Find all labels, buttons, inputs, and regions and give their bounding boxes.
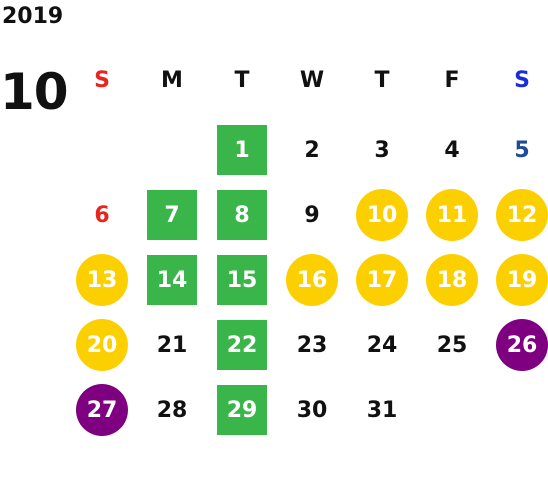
calendar-day[interactable]: 30 — [284, 384, 340, 436]
calendar-day-number: 9 — [304, 202, 320, 228]
calendar-day[interactable]: 23 — [284, 319, 340, 371]
calendar-day-number: 30 — [296, 397, 328, 423]
calendar-day[interactable]: 5 — [494, 124, 548, 176]
calendar-day[interactable]: 8 — [214, 189, 270, 241]
calendar-day-number: 11 — [426, 189, 478, 241]
calendar-day-number: 24 — [366, 332, 398, 358]
calendar-day-number: 31 — [366, 397, 398, 423]
calendar-day[interactable]: 21 — [144, 319, 200, 371]
calendar-day-number: 4 — [444, 137, 460, 163]
weekday-header-mon: M — [161, 67, 183, 93]
calendar-day[interactable]: 7 — [144, 189, 200, 241]
calendar-day[interactable]: 28 — [144, 384, 200, 436]
calendar-day-number: 20 — [76, 319, 128, 371]
calendar-day-number: 5 — [514, 137, 530, 163]
calendar-day[interactable]: 10 — [354, 189, 410, 241]
weekday-header-sat: S — [514, 67, 530, 93]
calendar-day-number: 19 — [496, 254, 548, 306]
calendar-day-number: 29 — [217, 385, 267, 435]
calendar-day-number: 22 — [217, 320, 267, 370]
calendar-day-number: 1 — [217, 125, 267, 175]
calendar-day-number: 15 — [217, 255, 267, 305]
weekday-header-wed: W — [299, 67, 325, 93]
calendar-day[interactable]: 6 — [74, 189, 130, 241]
calendar-day-number: 21 — [156, 332, 188, 358]
calendar-month: 10 — [0, 63, 69, 121]
calendar-day[interactable]: 1 — [214, 124, 270, 176]
calendar-day-number: 17 — [356, 254, 408, 306]
calendar-day[interactable]: 4 — [424, 124, 480, 176]
weekday-header-thu: T — [374, 67, 390, 93]
calendar-day-number: 13 — [76, 254, 128, 306]
calendar-day[interactable]: 18 — [424, 254, 480, 306]
calendar-day-number: 6 — [94, 202, 110, 228]
calendar-day[interactable]: 27 — [74, 384, 130, 436]
calendar-day[interactable]: 19 — [494, 254, 548, 306]
calendar-day-number: 18 — [426, 254, 478, 306]
calendar-day[interactable]: 25 — [424, 319, 480, 371]
weekday-header-fri: F — [444, 67, 460, 93]
calendar-day[interactable]: 3 — [354, 124, 410, 176]
calendar-day-number: 8 — [217, 190, 267, 240]
calendar-day-number: 3 — [374, 137, 390, 163]
weekday-header-tue: T — [234, 67, 250, 93]
calendar-day-number: 25 — [436, 332, 468, 358]
calendar-year: 2019 — [2, 4, 64, 29]
calendar-day[interactable]: 15 — [214, 254, 270, 306]
calendar-day-number: 26 — [496, 319, 548, 371]
calendar-day[interactable]: 14 — [144, 254, 200, 306]
weekday-header-sun: S — [94, 67, 110, 93]
calendar-day-number: 27 — [76, 384, 128, 436]
calendar-day[interactable]: 22 — [214, 319, 270, 371]
calendar-day[interactable]: 2 — [284, 124, 340, 176]
calendar-day-number: 23 — [296, 332, 328, 358]
calendar-day-number: 16 — [286, 254, 338, 306]
calendar-day[interactable]: 24 — [354, 319, 410, 371]
calendar-day-number: 14 — [147, 255, 197, 305]
calendar-day-number: 10 — [356, 189, 408, 241]
calendar-day-number: 2 — [304, 137, 320, 163]
calendar-day-number: 7 — [147, 190, 197, 240]
calendar-day[interactable]: 20 — [74, 319, 130, 371]
calendar-day[interactable]: 29 — [214, 384, 270, 436]
calendar-day-number: 28 — [156, 397, 188, 423]
calendar-day[interactable]: 16 — [284, 254, 340, 306]
calendar-day-number: 12 — [496, 189, 548, 241]
calendar-day[interactable]: 13 — [74, 254, 130, 306]
calendar-day[interactable]: 17 — [354, 254, 410, 306]
calendar-day[interactable]: 9 — [284, 189, 340, 241]
calendar-day[interactable]: 11 — [424, 189, 480, 241]
calendar-day[interactable]: 12 — [494, 189, 548, 241]
calendar-day[interactable]: 31 — [354, 384, 410, 436]
calendar-day[interactable]: 26 — [494, 319, 548, 371]
